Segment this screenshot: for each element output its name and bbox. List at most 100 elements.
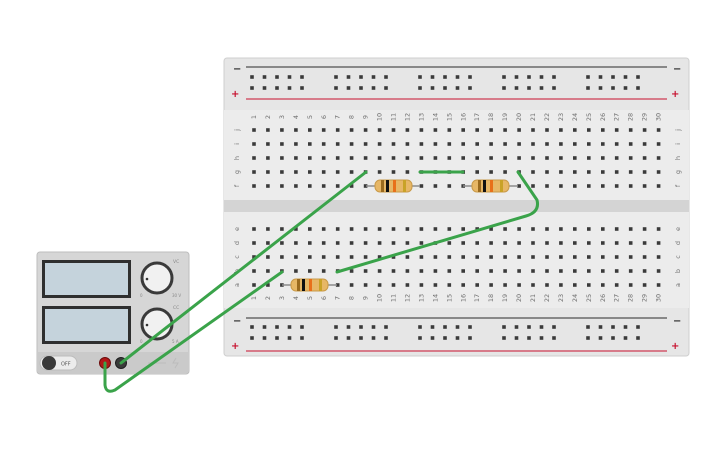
breadboard-hole[interactable] [559, 128, 563, 132]
breadboard-hole[interactable] [430, 86, 435, 90]
breadboard-hole[interactable] [266, 255, 270, 259]
breadboard-hole[interactable] [468, 75, 472, 79]
breadboard-hole[interactable] [275, 75, 279, 79]
breadboard-hole[interactable] [611, 75, 615, 79]
breadboard-hole[interactable] [377, 227, 382, 231]
breadboard-hole[interactable] [300, 86, 304, 90]
breadboard-hole[interactable] [443, 336, 447, 340]
breadboard-hole[interactable] [559, 156, 563, 160]
breadboard-hole[interactable] [656, 269, 661, 273]
breadboard-hole[interactable] [250, 325, 254, 329]
breadboard-hole[interactable] [433, 156, 438, 160]
breadboard-hole[interactable] [349, 170, 354, 174]
breadboard-hole[interactable] [642, 227, 647, 231]
breadboard-hole[interactable] [468, 86, 472, 90]
breadboard-hole[interactable] [266, 227, 270, 231]
breadboard-hole[interactable] [308, 269, 312, 273]
breadboard-hole[interactable] [468, 336, 472, 340]
breadboard-hole[interactable] [308, 241, 312, 245]
breadboard-hole[interactable] [349, 128, 354, 132]
breadboard-hole[interactable] [294, 184, 298, 188]
breadboard-hole[interactable] [531, 156, 535, 160]
breadboard-hole[interactable] [628, 142, 633, 146]
breadboard-hole[interactable] [586, 86, 590, 90]
breadboard-hole[interactable] [443, 86, 447, 90]
breadboard-hole[interactable] [391, 156, 396, 160]
breadboard-hole[interactable] [539, 325, 544, 329]
breadboard-hole[interactable] [642, 142, 647, 146]
breadboard-hole[interactable] [587, 269, 591, 273]
breadboard-hole[interactable] [433, 184, 438, 188]
breadboard-hole[interactable] [628, 241, 633, 245]
breadboard-hole[interactable] [614, 156, 619, 160]
breadboard-hole[interactable] [300, 336, 304, 340]
breadboard-hole[interactable] [656, 255, 661, 259]
breadboard-hole[interactable] [280, 283, 284, 287]
breadboard-hole[interactable] [377, 241, 382, 245]
breadboard-hole[interactable] [461, 156, 465, 160]
breadboard-hole[interactable] [447, 283, 452, 287]
breadboard-hole[interactable] [359, 75, 363, 79]
breadboard-hole[interactable] [598, 336, 603, 340]
breadboard-hole[interactable] [503, 255, 507, 259]
breadboard-hole[interactable] [614, 184, 619, 188]
breadboard-hole[interactable] [266, 156, 270, 160]
breadboard-hole[interactable] [433, 142, 438, 146]
breadboard-hole[interactable] [601, 269, 605, 273]
breadboard-hole[interactable] [308, 184, 312, 188]
breadboard-hole[interactable] [539, 75, 544, 79]
breadboard-hole[interactable] [335, 283, 340, 287]
breadboard-hole[interactable] [287, 86, 292, 90]
breadboard-hole[interactable] [517, 241, 521, 245]
breadboard-hole[interactable] [601, 128, 605, 132]
breadboard-hole[interactable] [656, 156, 661, 160]
breadboard-hole[interactable] [545, 170, 549, 174]
breadboard-hole[interactable] [586, 325, 590, 329]
breadboard-hole[interactable] [419, 128, 424, 132]
breadboard-hole[interactable] [461, 227, 465, 231]
breadboard-hole[interactable] [614, 227, 619, 231]
breadboard-hole[interactable] [468, 325, 472, 329]
breadboard-hole[interactable] [447, 156, 452, 160]
power-supply[interactable]: VC 30 V 0 CC 5 A 0 OFF [36, 251, 190, 375]
breadboard-hole[interactable] [430, 75, 435, 79]
breadboard-hole[interactable] [335, 142, 340, 146]
breadboard-hole[interactable] [346, 325, 351, 329]
breadboard-hole[interactable] [489, 156, 493, 160]
breadboard-hole[interactable] [586, 75, 590, 79]
breadboard-hole[interactable] [539, 86, 544, 90]
breadboard-hole[interactable] [419, 156, 424, 160]
breadboard-hole[interactable] [294, 241, 298, 245]
breadboard-hole[interactable] [419, 184, 424, 188]
breadboard-hole[interactable] [294, 156, 298, 160]
breadboard-hole[interactable] [262, 325, 267, 329]
breadboard-hole[interactable] [405, 128, 410, 132]
breadboard-hole[interactable] [461, 269, 465, 273]
breadboard-hole[interactable] [294, 128, 298, 132]
breadboard-hole[interactable] [573, 170, 577, 174]
breadboard-hole[interactable] [455, 86, 460, 90]
breadboard-hole[interactable] [334, 75, 338, 79]
breadboard-hole[interactable] [517, 142, 521, 146]
breadboard-hole[interactable] [514, 325, 519, 329]
breadboard-hole[interactable] [349, 241, 354, 245]
breadboard-hole[interactable] [475, 241, 479, 245]
breadboard-hole[interactable] [262, 75, 267, 79]
breadboard-hole[interactable] [308, 156, 312, 160]
breadboard-hole[interactable] [601, 283, 605, 287]
breadboard-hole[interactable] [335, 170, 340, 174]
breadboard-hole[interactable] [346, 336, 351, 340]
breadboard-hole[interactable] [418, 336, 422, 340]
breadboard-hole[interactable] [531, 170, 535, 174]
breadboard-hole[interactable] [636, 325, 640, 329]
breadboard-hole[interactable] [250, 75, 254, 79]
breadboard-hole[interactable] [321, 241, 326, 245]
breadboard-hole[interactable] [335, 241, 340, 245]
breadboard-hole[interactable] [430, 325, 435, 329]
breadboard-hole[interactable] [573, 128, 577, 132]
breadboard-hole[interactable] [391, 255, 396, 259]
breadboard-hole[interactable] [371, 336, 376, 340]
breadboard-hole[interactable] [447, 128, 452, 132]
breadboard-hole[interactable] [628, 184, 633, 188]
breadboard-hole[interactable] [642, 269, 647, 273]
